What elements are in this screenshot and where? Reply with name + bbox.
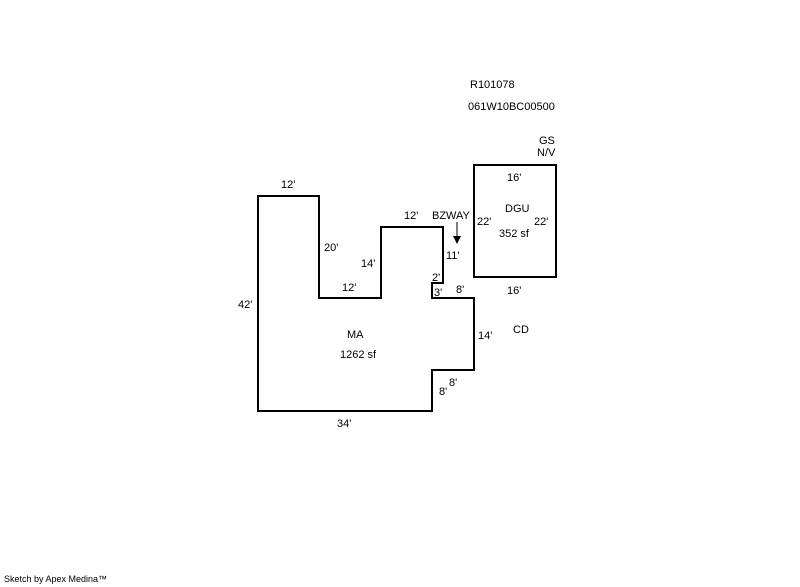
dim-upper-right: 11' [446,250,460,262]
dim-corner-side: 8' [439,386,447,398]
main-area-outline [257,195,475,412]
dim-step-left: 3' [434,287,442,299]
garage-code: DGU [505,203,530,215]
bzway-label: BZWAY [432,210,471,222]
parcel-id: R101078 [470,79,515,91]
dim-notch-bottom: 12' [342,282,356,294]
cd-label: CD [513,324,529,336]
dim-corner-top: 8' [449,377,457,389]
main-area-code: MA [347,329,364,341]
garage-outline [473,164,557,278]
dim-bottom: 34' [337,418,351,430]
bzway-arrow-icon [453,222,461,244]
main-area-size: 1262 sf [340,349,377,361]
sketch-credit: Sketch by Apex Medina™ [4,574,108,584]
gs-label: GS [539,135,555,147]
garage-size: 352 sf [499,228,530,240]
nv-label: N/V [537,147,556,159]
garage-dim-right: 22' [534,216,548,228]
dim-right: 14' [478,330,492,342]
dim-notch-inner-right: 20' [324,242,338,254]
garage-dim-left: 22' [477,216,491,228]
garage-dim-top: 16' [507,172,521,184]
dim-top-left: 12' [281,179,295,191]
dim-left: 42' [238,299,252,311]
dim-step-top: 8' [456,284,464,296]
dim-notch-inner-left: 14' [361,258,375,270]
dim-step-up: 2' [432,272,440,284]
dim-upper-top: 12' [404,210,418,222]
garage-dim-bottom: 16' [507,285,521,297]
map-number: 061W10BC00500 [468,101,555,113]
